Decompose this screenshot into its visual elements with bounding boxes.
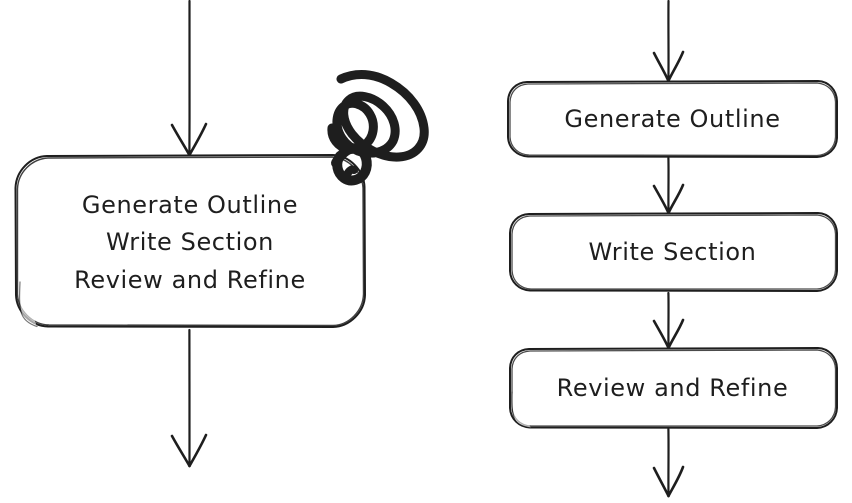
right-node-2-label: Write Section	[589, 238, 757, 266]
left-node-outline-secondary	[16, 156, 365, 327]
right-node-2-outline-secondary	[511, 214, 837, 290]
left-incoming-arrow-head-right	[188, 122, 208, 157]
right-node-write-section[interactable]: Write Section	[509, 212, 838, 292]
left-outgoing-arrow-head-right	[188, 433, 208, 468]
right-arrow-2-head-right	[667, 318, 685, 350]
right-arrow-2-head-left	[652, 319, 670, 350]
right-arrow-bottom-head-right	[667, 465, 685, 498]
right-node-review-and-refine[interactable]: Review and Refine	[509, 347, 838, 429]
right-node-3-label: Review and Refine	[557, 374, 789, 402]
left-merged-node[interactable]: Generate Outline Write Section Review an…	[14, 154, 366, 328]
right-arrow-2	[652, 291, 685, 350]
left-diagram-group: Generate Outline Write Section Review an…	[14, 0, 429, 468]
right-node-1-label: Generate Outline	[564, 105, 780, 133]
right-arrow-1-head-left	[652, 184, 670, 215]
right-arrow-1-head-right	[667, 183, 685, 215]
right-diagram-group: Generate Outline Write Section Review an…	[507, 0, 838, 498]
right-node-1-outline-secondary	[509, 82, 837, 157]
left-node-label-line-2: Write Section	[106, 228, 274, 256]
right-arrow-top-head-left	[652, 51, 670, 83]
left-outgoing-arrow-head-left	[170, 434, 191, 468]
left-outgoing-arrow	[170, 328, 208, 468]
scribble-path-tail	[341, 165, 358, 182]
right-arrow-top	[652, 0, 685, 83]
scribble-path-outer	[327, 70, 429, 162]
right-arrow-bottom-head-left	[652, 466, 670, 498]
left-incoming-arrow	[170, 0, 208, 157]
right-arrow-top-head-right	[667, 50, 685, 83]
scribble-path-inner-loop	[331, 143, 372, 186]
right-node-generate-outline[interactable]: Generate Outline	[507, 80, 838, 158]
left-node-label-line-3: Review and Refine	[74, 266, 306, 294]
right-node-3-outline-secondary	[511, 349, 837, 427]
right-arrow-bottom	[652, 427, 685, 498]
left-node-outline-sketch-tail	[18, 281, 38, 328]
right-node-3-outline-sketch-tail	[511, 391, 532, 429]
left-incoming-arrow-head-left	[170, 123, 191, 157]
scribble-annotation	[327, 70, 429, 186]
left-node-label-line-1: Generate Outline	[82, 191, 298, 219]
right-arrow-1	[652, 156, 685, 215]
